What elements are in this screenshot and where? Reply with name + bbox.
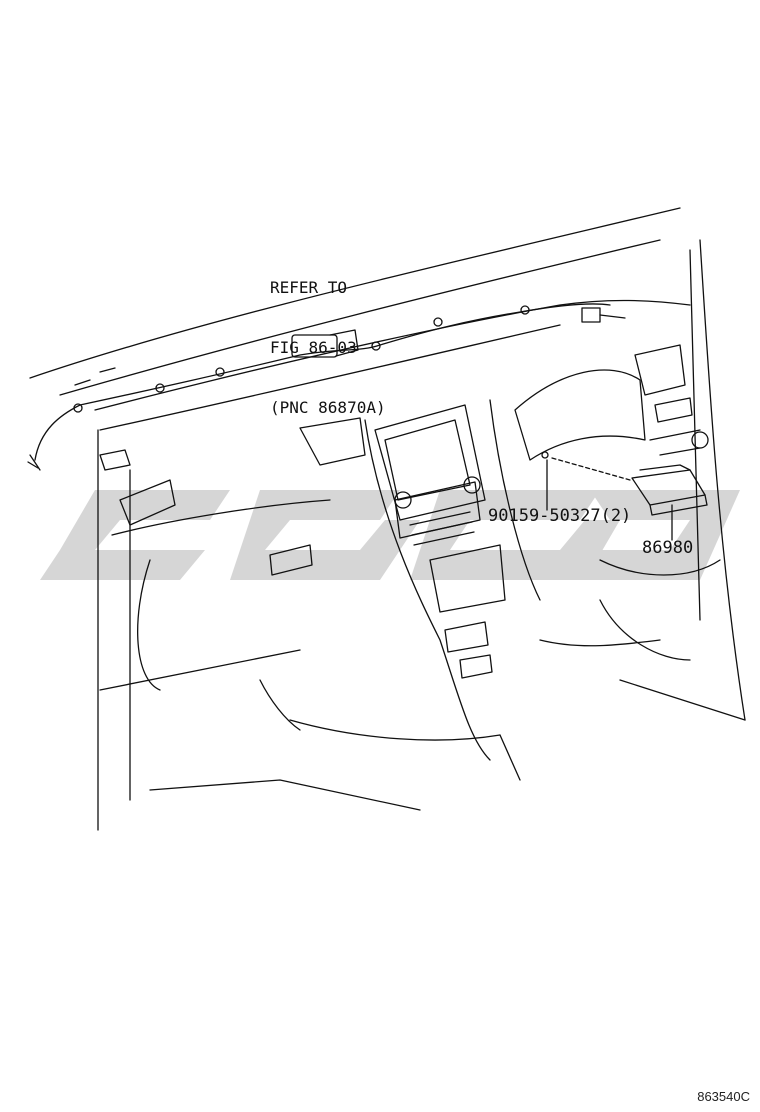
drawing-lines [27,207,746,831]
figure-number: 863540C [697,1089,750,1104]
refer-line-2: FIG 86-03 [270,338,357,357]
watermark-logo [40,490,740,580]
refer-callout: REFER TO FIG 86-03 (PNC 86870A) [270,238,386,438]
refer-line-1: REFER TO [270,278,348,297]
module-part-label: 86980 [642,538,694,558]
bolt-part-label: 90159-50327(2) [488,506,632,526]
refer-line-3: (PNC 86870A) [270,398,386,417]
